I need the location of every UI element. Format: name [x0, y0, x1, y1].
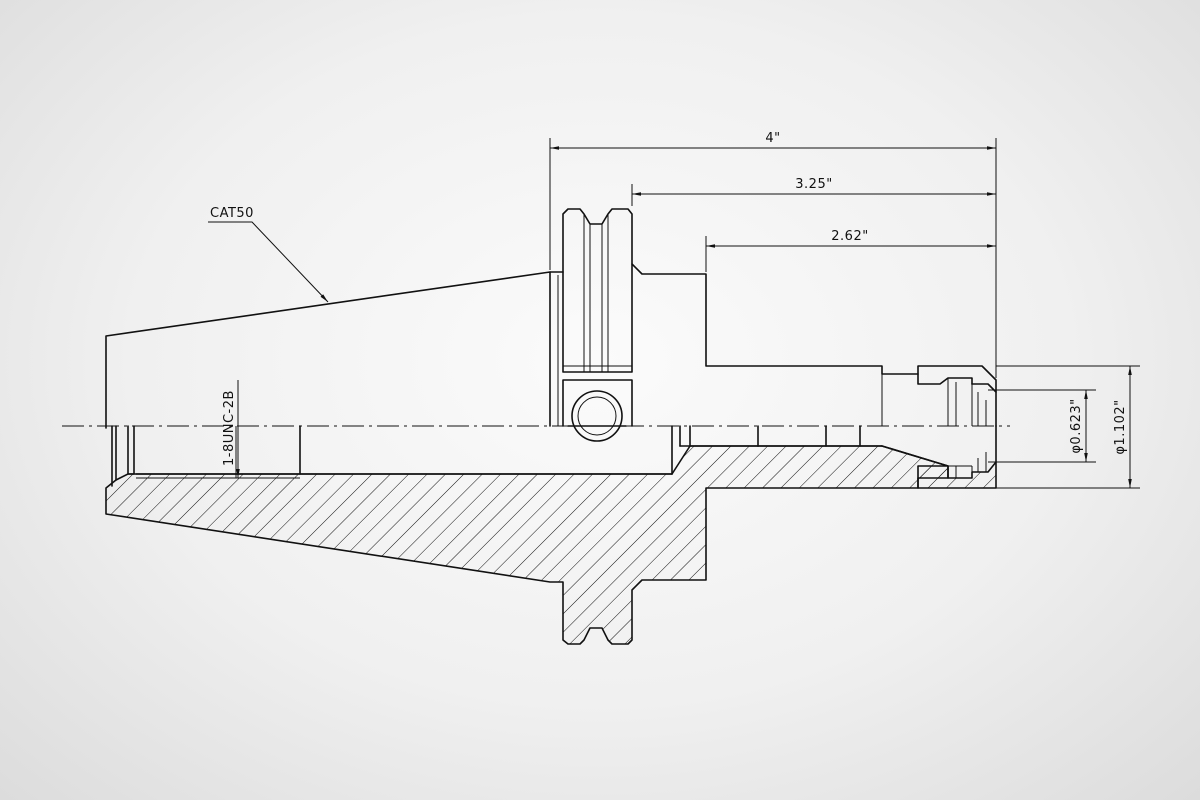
nose-length-label: 2.62" [831, 229, 868, 244]
overall-length-label: 4" [765, 131, 780, 146]
taper-label: CAT50 [210, 206, 254, 221]
bore-diameter-label: φ0.623" [1069, 398, 1084, 453]
flange-length-label: 3.25" [795, 177, 832, 192]
diameter-dimensions: φ0.623" φ1.102" [988, 365, 1140, 489]
sectioned-body [105, 445, 949, 645]
callouts: CAT50 1-8UNC-2B [208, 206, 329, 478]
upper-outline [105, 208, 997, 442]
collet-nut-section [917, 461, 997, 489]
thread-label: 1-8UNC-2B [222, 390, 237, 466]
nose-diameter-label: φ1.102" [1113, 399, 1128, 454]
length-dimensions: 4" 3.25" 2.62" [549, 131, 997, 378]
